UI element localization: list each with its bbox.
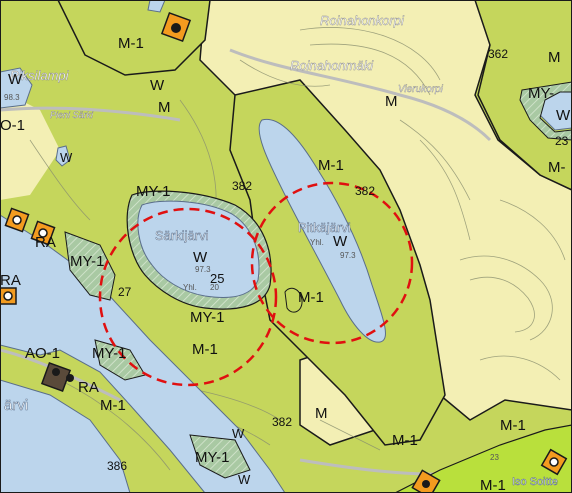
elev-382-b: 382 — [355, 184, 375, 198]
zone-ao1: AO-1 — [25, 345, 60, 362]
zone-m-right: M- — [548, 159, 566, 176]
elev-382-mid: 382 — [232, 179, 252, 193]
building-symbol — [549, 457, 559, 467]
building-symbol — [3, 291, 13, 301]
zone-w-sarki: W — [193, 249, 208, 266]
island — [284, 287, 303, 313]
zone-w-topleft: W — [8, 71, 23, 88]
zone-m-far-right: M — [548, 49, 561, 66]
zone-my1-below: MY-1 — [190, 309, 224, 326]
lake-top — [147, 0, 166, 13]
building-symbol — [422, 480, 430, 488]
building-symbol — [38, 228, 48, 238]
bright-green-zone — [394, 424, 572, 493]
zone-m1-br: M-1 — [392, 432, 418, 449]
place-roinahonkorpi: Roinahonkorpi — [320, 13, 405, 28]
sarki-yhl: Yhl. — [183, 283, 197, 292]
shore-wetland-left — [64, 231, 116, 301]
zone-m1-center: M-1 — [192, 341, 218, 358]
zone-m1-top: M-1 — [118, 35, 144, 52]
zone-w-low2: W — [238, 472, 251, 487]
building-symbol — [12, 215, 22, 225]
shore-wetland-bottom — [189, 434, 251, 479]
zone-w-right: W — [556, 107, 571, 124]
place-piksilampi: Piksilampi — [10, 68, 70, 83]
place-roinahonmaki: Roinahonmäki — [290, 58, 374, 73]
elevation-20: 20 — [210, 283, 219, 292]
lake-small — [55, 145, 71, 167]
zone-m-upper: M — [158, 99, 171, 116]
building-symbol — [52, 368, 60, 376]
zone-m1-br2: M-1 — [500, 417, 526, 434]
zone-w-upperleft: W — [150, 77, 165, 94]
building-symbols — [0, 11, 568, 493]
zone-ra-left: RA — [35, 234, 56, 251]
building-symbol — [66, 374, 74, 382]
elevation-23: 23 — [490, 453, 499, 462]
elev-386: 386 — [107, 459, 127, 473]
zone-m1-mid: M-1 — [318, 157, 344, 174]
zone-m1-left-low: M-1 — [100, 397, 126, 414]
elev-362-top: 362 — [488, 47, 508, 61]
zone-my1-bl: MY-1 — [92, 345, 126, 362]
zone-my1-mid: MY-1 — [136, 183, 170, 200]
sarki-level: 97.3 — [195, 265, 211, 274]
zone-m-upper-right: M — [385, 93, 398, 110]
zone-m-low: M — [315, 405, 328, 422]
place-vierukorpi: Vierukorpi — [398, 84, 444, 95]
place-pieni: Pieni Särki — [50, 110, 94, 120]
river-water — [0, 214, 286, 493]
lake-pitkajarvi — [258, 118, 386, 343]
lake-piksilampi — [0, 67, 33, 109]
building-symbol — [40, 361, 72, 393]
place-pitkajarvi: Pitkäjärvi — [298, 220, 351, 235]
study-circle-sarkijarvi — [98, 207, 278, 387]
place-iso-soitte: Iso Soitte — [512, 476, 558, 488]
study-circle-pitkajarvi — [250, 181, 414, 345]
zone-my-right: MY- — [528, 85, 554, 102]
pitka-yhl: Yhl. — [310, 238, 324, 247]
elev-27: 27 — [118, 285, 132, 299]
light-zone-left — [0, 90, 60, 200]
elev-23-right: 23 — [555, 134, 569, 148]
elevation-98: 98.3 — [4, 93, 20, 102]
shore-wetland-low — [94, 339, 146, 381]
lake-sarkijarvi — [137, 200, 260, 298]
zone-w-left: W — [60, 150, 73, 165]
zone-o1-left: O-1 — [0, 117, 25, 134]
zone-w-low: W — [232, 426, 245, 441]
sarki-depth: 25 — [210, 271, 224, 286]
zone-my1-left: MY-1 — [70, 253, 104, 270]
building-symbol — [171, 23, 181, 33]
place-sarkijarvi: Särkijärvi — [155, 228, 209, 243]
pitka-level: 97.3 — [340, 251, 356, 260]
zone-m1-bottom: M-1 — [480, 477, 506, 493]
zone-ra2-left: RA — [0, 272, 21, 289]
elev-382-low: 382 — [272, 415, 292, 429]
zone-w-pitka: W — [333, 233, 348, 250]
place-arvi: ärvi — [4, 397, 28, 414]
shore-right — [519, 81, 572, 141]
zone-m1-island: M-1 — [298, 289, 324, 306]
zone-ra-bl: RA — [78, 379, 99, 396]
river-water-lower — [0, 379, 131, 493]
zone-my1-low: MY-1 — [195, 449, 229, 466]
